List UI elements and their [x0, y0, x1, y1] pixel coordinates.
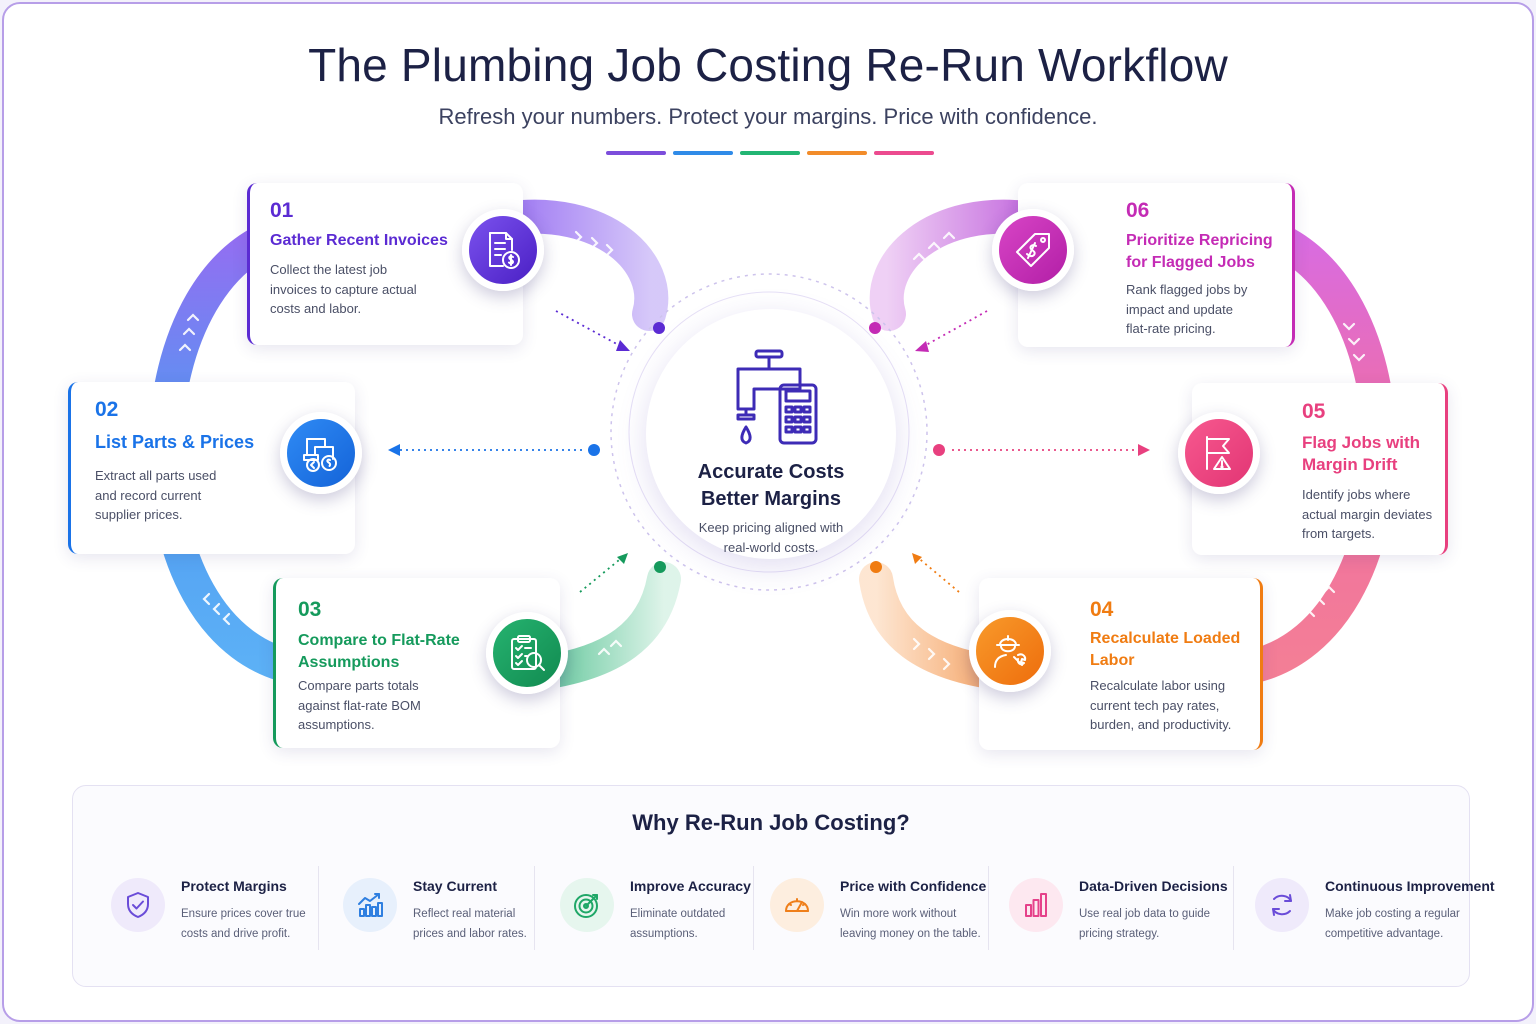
divider: [753, 866, 754, 950]
step-title: Gather Recent Invoices: [270, 232, 448, 249]
page-subtitle: Refresh your numbers. Protect your margi…: [438, 104, 1098, 129]
benefit-protect-margins: Protect Margins Ensure prices cover true…: [111, 874, 311, 964]
step-number: 05: [1302, 400, 1326, 423]
target-icon: [560, 878, 614, 932]
divider: [318, 866, 319, 950]
technician-wrench-icon: [969, 610, 1051, 692]
step-number: 01: [270, 199, 294, 222]
divider: [534, 866, 535, 950]
accent-bar-green: [740, 151, 800, 155]
page-title: The Plumbing Job Costing Re-Run Workflow: [308, 39, 1228, 91]
gauge-icon: [770, 878, 824, 932]
benefit-continuous-improvement: Continuous Improvement Make job costing …: [1255, 874, 1495, 964]
step-number: 02: [95, 398, 119, 421]
center-hub: [646, 309, 896, 559]
step-number: 04: [1090, 598, 1114, 621]
flag-warning-icon: [1178, 412, 1260, 494]
pipe-parts-icon: [280, 412, 362, 494]
invoice-dollar-icon: [462, 209, 544, 291]
benefit-price-with-confidence: Price with Confidence Win more work with…: [770, 874, 990, 964]
bar-chart-icon: [1009, 878, 1063, 932]
faucet-calculator-icon: [736, 349, 818, 445]
accent-bar-orange: [807, 151, 867, 155]
price-tag-icon: [992, 209, 1074, 291]
refresh-cycle-icon: [1255, 878, 1309, 932]
step-card-01[interactable]: 01 Gather Recent Invoices Collect the la…: [247, 183, 523, 345]
step-number: 03: [298, 598, 322, 621]
divider: [1233, 866, 1234, 950]
divider: [988, 866, 989, 950]
step-number: 06: [1126, 199, 1150, 222]
why-rerun-panel: Why Re-Run Job Costing? Protect Margins …: [72, 785, 1495, 987]
clipboard-search-icon: [486, 612, 568, 694]
shield-check-icon: [111, 878, 165, 932]
center-title: Accurate Costs Better Margins: [697, 461, 845, 510]
accent-bar-blue: [673, 151, 733, 155]
why-title: Why Re-Run Job Costing?: [632, 810, 910, 835]
accent-bar-purple: [606, 151, 666, 155]
step-title: List Parts & Prices: [95, 432, 255, 452]
accent-bar-pink: [874, 151, 934, 155]
benefit-data-driven-decisions: Data-Driven Decisions Use real job data …: [1009, 874, 1229, 964]
center-description: Keep pricing aligned with real-world cos…: [698, 520, 844, 555]
growth-chart-icon: [343, 878, 397, 932]
